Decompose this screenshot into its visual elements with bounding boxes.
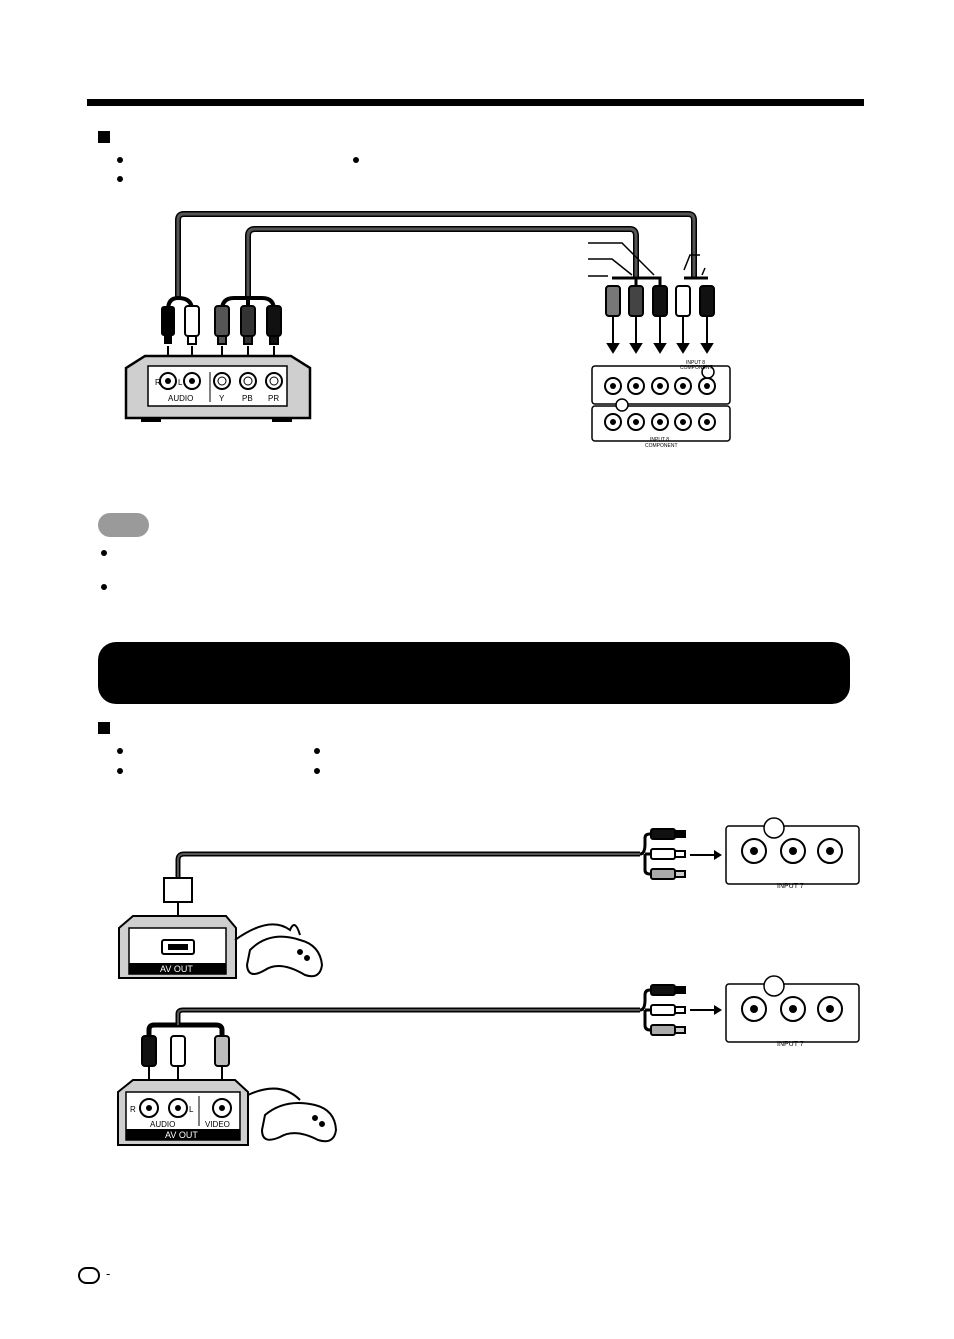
bullet-dot	[117, 748, 123, 754]
video-label: VIDEO	[205, 1120, 230, 1129]
jack-label-l: L	[189, 1105, 194, 1114]
rca-plug	[650, 984, 676, 996]
tv-terminal-panel: INPUT 8 COMPONENT INPUT 8 COMPONENT	[591, 360, 731, 449]
input8-label: INPUT 8	[650, 437, 669, 443]
rca-plug	[605, 285, 621, 317]
component-label: COMPONENT	[680, 365, 713, 371]
rca-plug	[652, 285, 668, 317]
game-controller-icon	[247, 1087, 338, 1143]
av-out-label: AV OUT	[160, 964, 193, 974]
component-connection-diagram: R L AUDIO Y PB PR INPUT 8 COM	[124, 211, 731, 449]
rca-plug	[161, 306, 175, 344]
y-label: Y	[219, 394, 225, 403]
rca-plug	[170, 1035, 186, 1067]
page-dash: -	[106, 1266, 111, 1281]
component-label: COMPONENT	[645, 443, 678, 449]
game-console-av-rca: R L AUDIO VIDEO AV OUT	[117, 1079, 249, 1146]
jack-label-r: R	[155, 378, 161, 387]
input7-label: INPUT 7	[777, 1041, 804, 1048]
rca-plug	[628, 285, 644, 317]
rca-plug	[650, 1024, 676, 1036]
input7-label: INPUT 7	[777, 883, 804, 890]
rca-plug	[650, 848, 676, 860]
tv-input7-panel: INPUT 7	[725, 975, 860, 1048]
tv-input7-panel: INPUT 7	[725, 817, 860, 890]
jack-label-l: L	[178, 378, 183, 387]
bullet-dot	[101, 550, 107, 556]
header-rule	[87, 99, 864, 106]
rca-plug	[650, 828, 676, 840]
bullet-dot	[353, 157, 359, 163]
game-console-av-multi: AV OUT	[118, 915, 237, 979]
av-out-label: AV OUT	[165, 1130, 198, 1140]
pb-label: PB	[242, 394, 253, 403]
bullet-dot	[101, 584, 107, 590]
bullet-dot	[117, 176, 123, 182]
rca-plug	[650, 868, 676, 880]
section-marker-square	[98, 722, 110, 734]
bullet-dot	[117, 768, 123, 774]
rca-plug	[650, 1004, 676, 1016]
rca-plug	[184, 305, 200, 345]
av-multi-plug	[163, 877, 193, 903]
rca-plug	[141, 1035, 157, 1067]
pr-label: PR	[268, 394, 279, 403]
audio-label: AUDIO	[168, 394, 193, 403]
note-pill	[98, 513, 149, 537]
game-controller-icon	[234, 923, 324, 978]
section-marker-square	[98, 131, 110, 143]
bullet-dot	[117, 157, 123, 163]
rca-plug	[240, 305, 256, 345]
rca-plug	[699, 285, 715, 317]
page-number-badge	[78, 1267, 100, 1284]
game-console-connection-diagram: INPUT 7 AV OUT IN	[117, 817, 860, 1146]
audio-label: AUDIO	[150, 1120, 175, 1129]
bullet-dot	[314, 768, 320, 774]
rca-plug	[214, 305, 230, 345]
rca-plug	[675, 285, 691, 317]
bullet-dot	[314, 748, 320, 754]
jack-label-r: R	[130, 1105, 136, 1114]
rca-plug	[266, 305, 282, 345]
component-source-device: R L AUDIO Y PB PR	[124, 354, 312, 422]
input8-label: INPUT 8	[686, 360, 705, 366]
section-banner	[98, 642, 850, 704]
rca-plug	[214, 1035, 230, 1067]
